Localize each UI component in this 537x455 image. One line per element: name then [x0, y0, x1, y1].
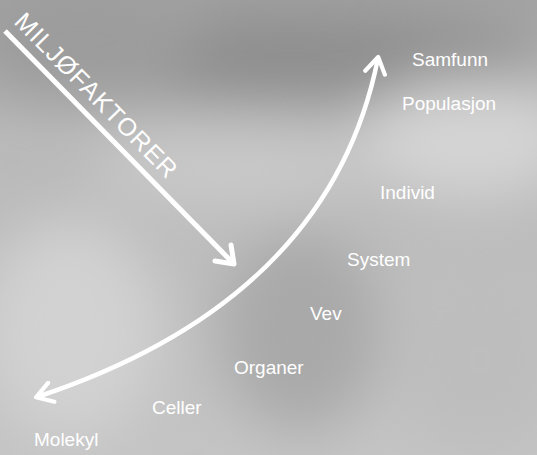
level-label: Celler — [152, 397, 202, 420]
level-label: System — [347, 249, 410, 272]
level-label: Individ — [380, 182, 435, 205]
factor-arrow-line — [5, 31, 233, 263]
level-label: Populasjon — [402, 93, 496, 116]
factor-arrow-head — [215, 245, 234, 264]
level-label: Vev — [310, 303, 342, 326]
level-label: Organer — [234, 357, 304, 380]
level-label: Molekyl — [34, 429, 98, 452]
level-label: Samfunn — [412, 49, 488, 72]
